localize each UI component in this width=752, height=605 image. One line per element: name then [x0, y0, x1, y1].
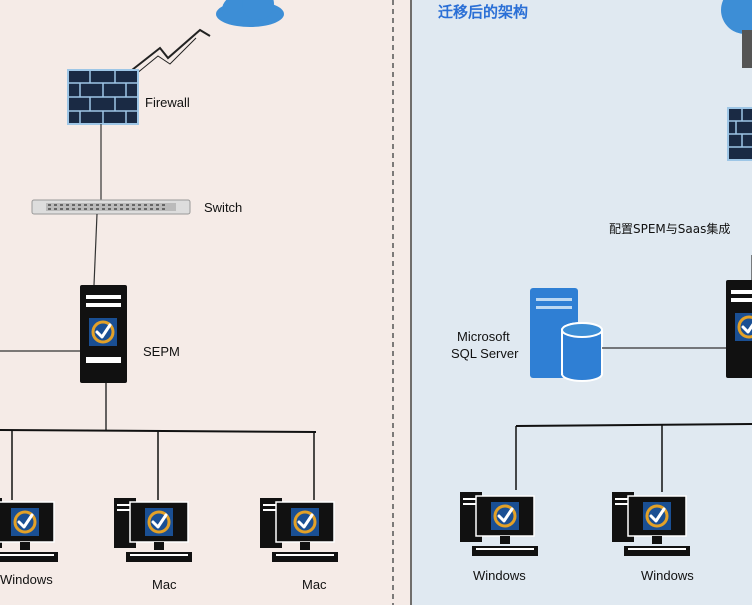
cloud-icon: [216, 0, 284, 27]
page-title: 迁移后的架构: [438, 3, 529, 21]
client-pc-icon: [612, 492, 690, 556]
client-label-mac: Mac: [302, 577, 327, 592]
device-partial-icon: [742, 30, 752, 68]
lightning-icon-inner: [135, 37, 197, 75]
right-bus: [515, 423, 752, 427]
client-pc-icon: [260, 498, 338, 562]
client-label-mac: Mac: [152, 577, 177, 592]
client-pc-icon: [0, 498, 58, 562]
client-label-windows: Windows: [473, 568, 526, 583]
client-pc-icon: [114, 498, 192, 562]
sepm-server-icon: [80, 285, 127, 383]
firewall-icon: [67, 69, 139, 125]
lightning-icon: [131, 28, 211, 71]
client-label-windows: Windows: [0, 572, 53, 587]
firewall-icon: [727, 107, 752, 161]
cloud-icon: [721, 0, 752, 34]
sql-label-line2: SQL Server: [451, 346, 519, 361]
sql-label-line1: Microsoft: [457, 329, 510, 344]
switch-label: Switch: [204, 200, 243, 215]
client-pc-icon: [460, 492, 538, 556]
sepm-server-icon: [726, 280, 752, 378]
sepm-label: SEPM: [143, 344, 180, 359]
switch-icon: [31, 199, 191, 215]
config-label: 配置SPEM与Saas集成: [609, 222, 731, 236]
client-label-windows: Windows: [641, 568, 694, 583]
firewall-label: Firewall: [145, 95, 190, 110]
link-switch-sepm: [93, 213, 98, 286]
sql-server-icon: [530, 288, 603, 382]
